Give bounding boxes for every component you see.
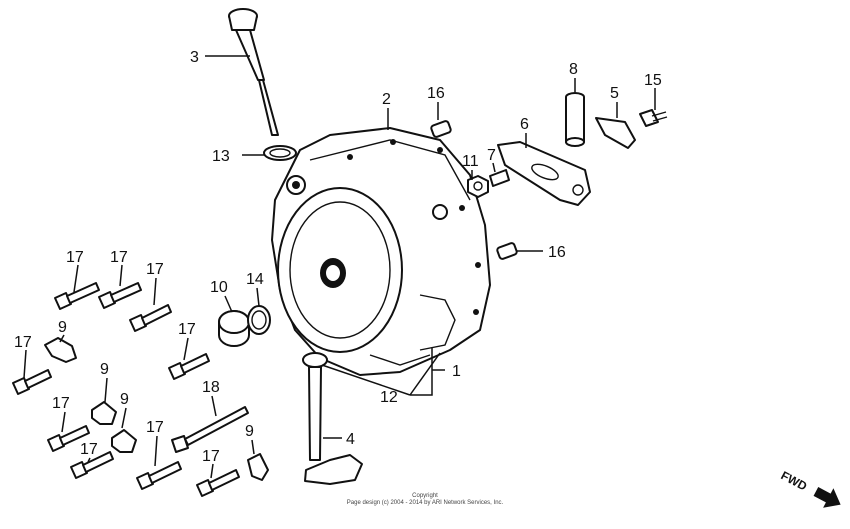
callout-5: 5: [610, 85, 619, 102]
callout-6: 6: [520, 116, 529, 133]
callout-7: 7: [487, 147, 496, 164]
clip: [595, 117, 636, 149]
bolt-17-1: [54, 282, 100, 310]
callout-16: 16: [427, 85, 445, 102]
callout-2: 2: [382, 91, 391, 108]
bolt-17-5: [168, 353, 210, 380]
callout-10: 10: [210, 279, 228, 296]
callout-17: 17: [52, 395, 70, 412]
callout-11: 11: [462, 153, 479, 170]
callout-18: 18: [202, 379, 220, 396]
nut: [467, 175, 489, 198]
callout-16: 16: [548, 244, 566, 261]
copyright-line-2: Page design (c) 2004 - 2014 by ARI Netwo…: [346, 500, 504, 506]
shift-rod: [302, 352, 363, 485]
callout-4: 4: [346, 431, 355, 448]
copyright-line-1: Copyright: [412, 493, 438, 499]
o-ring: [263, 145, 297, 161]
bolt-17-6: [47, 425, 90, 452]
arrow-right-icon: [813, 487, 841, 508]
callout-17: 17: [202, 448, 220, 465]
callout-15: 15: [644, 72, 662, 89]
callout-17: 17: [66, 249, 84, 266]
callout-17: 17: [110, 249, 128, 266]
cap: [218, 310, 250, 347]
callout-17: 17: [14, 334, 32, 351]
callout-labels: 1 2 3 4 5 6 7 8 9 9 9 9 10 11 12 13 14 1…: [14, 49, 662, 465]
bolt-17-7: [70, 451, 114, 479]
callout-12: 12: [380, 389, 398, 406]
clamp-9-3: [111, 429, 137, 453]
collar: [565, 92, 585, 147]
callout-3: 3: [190, 49, 199, 66]
clamp-9-1: [44, 337, 77, 363]
forward-arrow-label: FWD: [779, 468, 810, 493]
stud-bolt: [489, 169, 510, 187]
callout-17: 17: [178, 321, 196, 338]
bolt-15: [639, 109, 668, 127]
bracket: [497, 141, 591, 206]
callout-17: 17: [146, 419, 164, 436]
callout-8: 8: [569, 61, 578, 78]
crankcase-cover: [271, 127, 491, 376]
callout-9: 9: [58, 319, 67, 336]
callout-9: 9: [100, 361, 109, 378]
callout-17: 17: [146, 261, 164, 278]
dowel-pin-upper: [430, 120, 452, 138]
callout-9: 9: [245, 423, 254, 440]
leader-lines: [23, 55, 656, 479]
callout-1: 1: [452, 363, 461, 380]
callout-9: 9: [120, 391, 129, 408]
clamp-9-2: [91, 401, 117, 425]
bolt-17-2: [98, 282, 142, 309]
bolt-17-9: [196, 469, 240, 497]
callout-14: 14: [246, 271, 264, 288]
bolt-17-8: [136, 461, 182, 490]
callout-17: 17: [80, 441, 98, 458]
bolt-17-4: [12, 369, 52, 395]
bolt-18: [171, 406, 249, 453]
o-ring-14: [247, 305, 271, 335]
clamp-9-4: [247, 453, 269, 481]
dowel-pin-lower: [496, 242, 518, 260]
oil-dipstick: [228, 8, 279, 136]
callout-13: 13: [212, 148, 230, 165]
bolt-17-3: [129, 304, 172, 332]
